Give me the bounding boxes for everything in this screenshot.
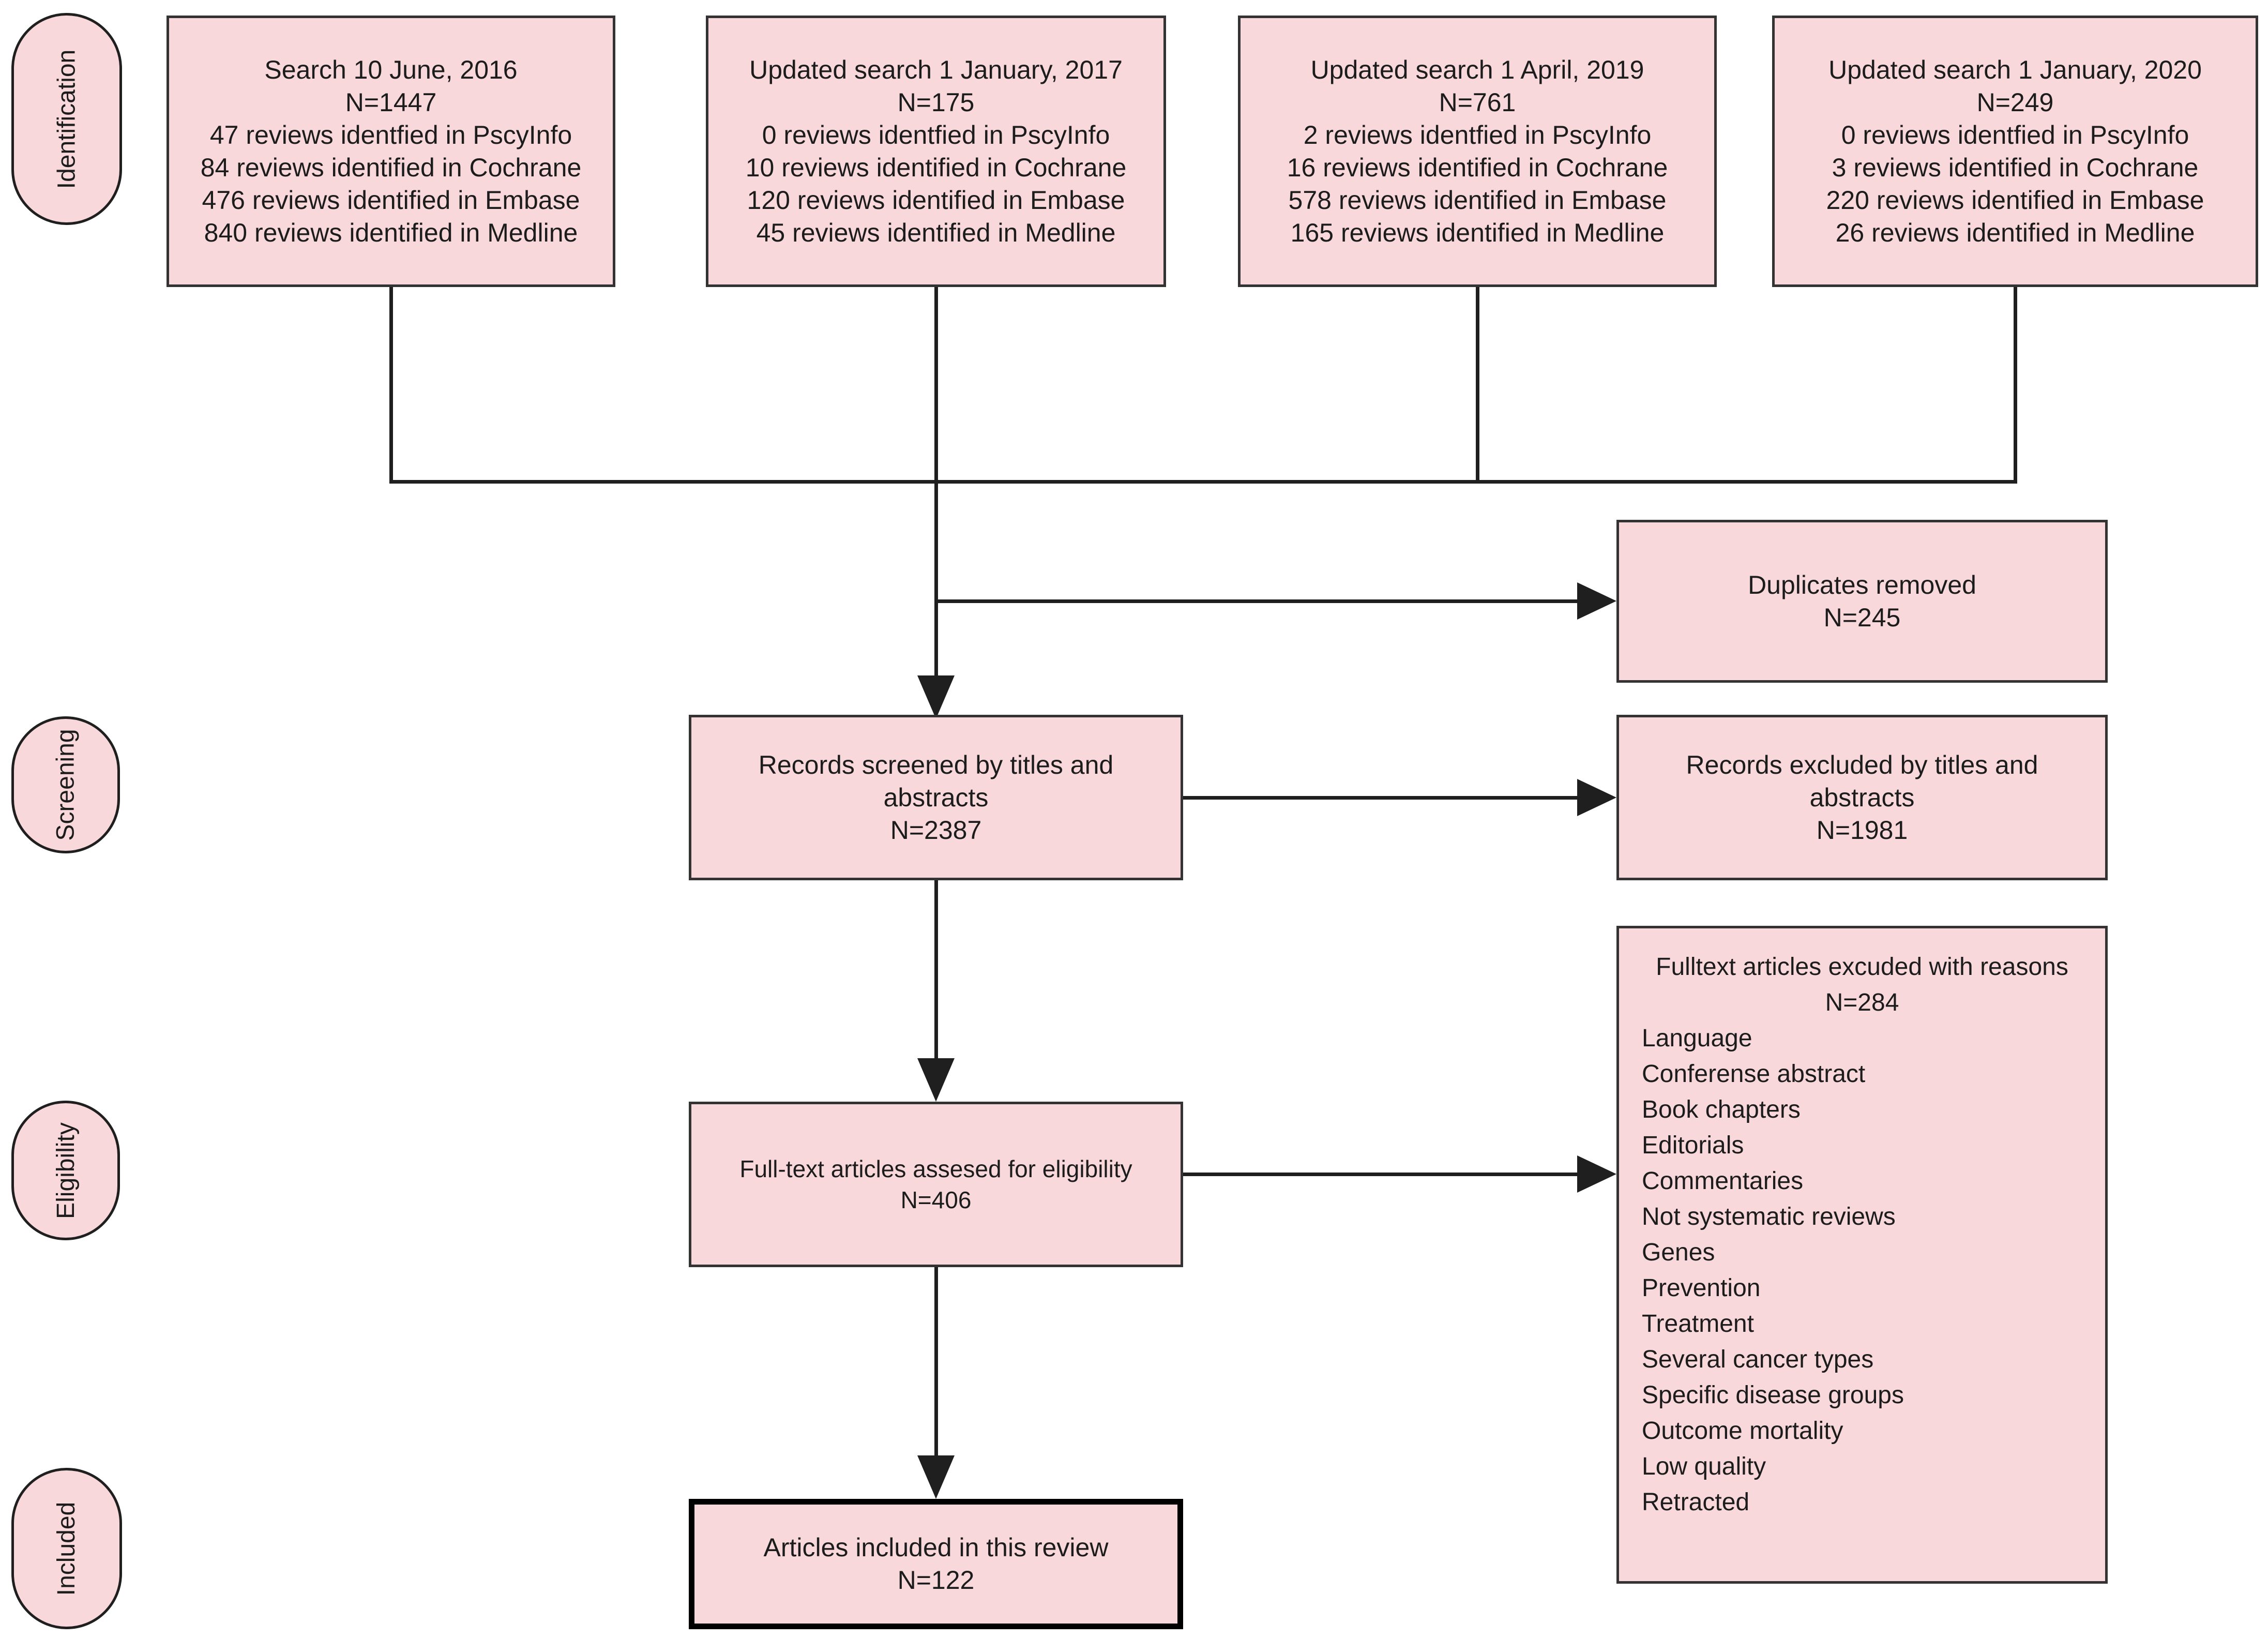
arrowhead-down-screening-icon — [917, 675, 955, 719]
box-line: 165 reviews identified in Medline — [1290, 218, 1665, 247]
stage-pill-included: Included — [11, 1468, 122, 1629]
connector-screening-to-eligibility — [934, 880, 938, 1066]
stage-pill-label: Included — [53, 1501, 81, 1596]
stage-pill-eligibility: Eligibility — [11, 1101, 120, 1240]
arrowhead-right-duplicates-icon — [1577, 582, 1616, 620]
exclusion-reasons-box: Fulltext articles excuded with reasons N… — [1616, 926, 2108, 1584]
exclusion-reason-item: Prevention — [1642, 1274, 1761, 1302]
stage-pill-identification: Identification — [11, 13, 122, 225]
box-line: N=761 — [1439, 87, 1516, 117]
exclusion-reason-item: Specific disease groups — [1642, 1381, 1904, 1409]
box-count: N=284 — [1825, 989, 1899, 1016]
exclusion-reason-item: Treatment — [1642, 1310, 1754, 1338]
exclusion-reason-item: Book chapters — [1642, 1096, 1801, 1123]
box-line: 220 reviews identified in Embase — [1826, 185, 2204, 215]
records-excluded-box: Records excluded by titles and abstracts… — [1616, 715, 2108, 880]
search-box-2016: Search 10 June, 2016 N=1447 47 reviews i… — [167, 16, 615, 287]
exclusion-reason-item: Low quality — [1642, 1453, 1766, 1480]
articles-included-box: Articles included in this review N=122 — [689, 1499, 1183, 1629]
exclusion-reason-item: Outcome mortality — [1642, 1417, 1843, 1445]
box-line: 476 reviews identified in Embase — [202, 185, 580, 215]
connector-drop-box4 — [2014, 287, 2017, 484]
box-line: 45 reviews identified in Medline — [756, 218, 1116, 247]
box-count: N=406 — [900, 1186, 972, 1213]
box-title: Records screened by titles and abstracts — [758, 750, 1114, 812]
box-line: 16 reviews identified in Cochrane — [1287, 153, 1668, 182]
exclusion-reason-item: Editorials — [1642, 1132, 1744, 1159]
box-title: Fulltext articles excuded with reasons — [1656, 953, 2068, 981]
box-line: 26 reviews identified in Medline — [1835, 218, 2195, 247]
stage-pill-label: Eligibility — [52, 1122, 80, 1219]
connector-central-to-screening — [934, 287, 938, 678]
connector-drop-box1 — [389, 287, 393, 484]
box-line: 840 reviews identified in Medline — [204, 218, 578, 247]
box-line: 0 reviews identfied in PscyInfo — [762, 120, 1110, 149]
arrowhead-down-eligibility-icon — [917, 1058, 955, 1102]
fulltext-assessed-box: Full-text articles assesed for eligibili… — [689, 1102, 1183, 1267]
box-title: Full-text articles assesed for eligibili… — [739, 1155, 1132, 1182]
stage-pill-screening: Screening — [11, 716, 120, 853]
box-line: 120 reviews identified in Embase — [747, 185, 1125, 215]
search-box-2017: Updated search 1 January, 2017 N=175 0 r… — [706, 16, 1166, 287]
box-line: Updated search 1 January, 2017 — [749, 55, 1123, 84]
connector-drop-box3 — [1476, 287, 1479, 484]
exclusion-reason-item: Conferense abstract — [1642, 1060, 1866, 1088]
box-line: Updated search 1 January, 2020 — [1828, 55, 2202, 84]
box-title: Records excluded by titles and abstracts — [1686, 750, 2038, 812]
connector-merge-horizontal — [389, 480, 2017, 484]
arrowhead-right-excluded-icon — [1577, 779, 1616, 816]
box-count: N=2387 — [890, 815, 982, 845]
box-line: 47 reviews identfied in PscyInfo — [209, 120, 572, 149]
box-line: 10 reviews identified in Cochrane — [745, 153, 1127, 182]
box-count: N=122 — [897, 1566, 975, 1595]
exclusion-reason-item: Genes — [1642, 1239, 1715, 1266]
duplicates-removed-box: Duplicates removed N=245 — [1616, 520, 2108, 683]
connector-screened-to-excluded — [1183, 796, 1582, 800]
box-count: N=245 — [1823, 603, 1901, 632]
connector-branch-duplicates — [934, 599, 1580, 603]
stage-pill-label: Identification — [53, 49, 81, 189]
box-title: Duplicates removed — [1748, 570, 1976, 599]
box-line: 0 reviews identfied in PscyInfo — [1841, 120, 2189, 149]
box-line: Updated search 1 April, 2019 — [1310, 55, 1644, 84]
box-line: 2 reviews identfied in PscyInfo — [1303, 120, 1652, 149]
search-box-2019: Updated search 1 April, 2019 N=761 2 rev… — [1238, 16, 1717, 287]
exclusion-reason-item: Commentaries — [1642, 1167, 1804, 1195]
exclusion-reason-item: Not systematic reviews — [1642, 1203, 1896, 1230]
connector-eligibility-to-included — [934, 1267, 938, 1457]
box-line: 84 reviews identified in Cochrane — [200, 153, 582, 182]
box-line: N=1447 — [345, 87, 437, 117]
arrowhead-down-included-icon — [917, 1455, 955, 1499]
connector-fulltext-to-reasons — [1183, 1173, 1582, 1176]
box-line: 3 reviews identified in Cochrane — [1832, 153, 2199, 182]
box-line: Search 10 June, 2016 — [264, 55, 518, 84]
box-count: N=1981 — [1816, 815, 1908, 845]
box-line: N=249 — [1976, 87, 2054, 117]
exclusion-reason-item: Retracted — [1642, 1489, 1750, 1516]
arrowhead-right-reasons-icon — [1577, 1155, 1616, 1193]
records-screened-box: Records screened by titles and abstracts… — [689, 715, 1183, 880]
stage-pill-label: Screening — [52, 729, 80, 841]
box-line: N=175 — [897, 87, 975, 117]
box-line: 578 reviews identified in Embase — [1288, 185, 1667, 215]
exclusion-reason-item: Language — [1642, 1025, 1752, 1052]
box-title: Articles included in this review — [763, 1533, 1109, 1562]
exclusion-reason-item: Several cancer types — [1642, 1346, 1874, 1373]
search-box-2020: Updated search 1 January, 2020 N=249 0 r… — [1772, 16, 2258, 287]
